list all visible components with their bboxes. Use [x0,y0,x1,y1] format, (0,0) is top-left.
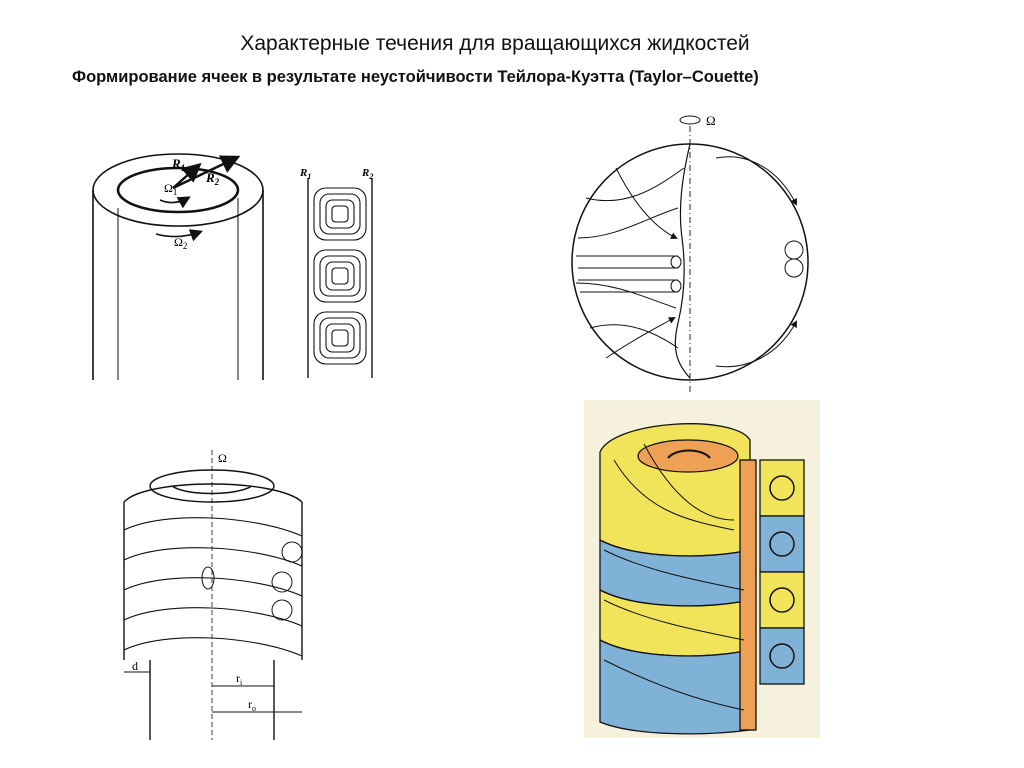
outer-cylinder-top [123,483,303,503]
surface-streamlines [603,443,745,711]
helical-vortex-svg: Ω d ri ro [123,450,303,740]
label-r1: R1 [299,167,311,181]
label-omega1: Ω1 [164,181,177,197]
vortex-streamline [331,205,349,223]
spherical-couette-svg: Ω [571,113,809,394]
page-title: Характерные течения для вращающихся жидк… [240,32,750,55]
right-cells [715,156,804,368]
cell-vortices [769,475,795,669]
label-omega: Ω [218,451,227,465]
vortex-cells-svg: R1 R2 [299,167,373,378]
colored-taylor-cutaway [584,400,820,738]
vortex-streamline [319,255,361,297]
radius-r1-arrow [172,162,202,189]
inner-cylinder-cut [739,459,757,731]
cell-blue-2 [759,627,805,685]
vortex-streamline [319,193,361,235]
vortex-streamline [331,329,349,347]
vortex-streamline [313,311,367,365]
vortex-rolls [201,541,303,621]
page-subtitle: Формирование ячеек в результате неустойч… [72,68,759,86]
helical-vortex-diagram: Ω d ri ro [96,440,326,746]
vortex-streamline [325,261,355,291]
helical-bands [123,517,303,657]
vortex-streamline [325,199,355,229]
label-ri: ri [236,671,243,687]
left-streamlines [575,167,685,359]
vortex-cell [313,249,367,303]
vortex-cell [313,311,367,365]
label-omega: Ω [706,113,716,128]
vortex-streamline [313,187,367,241]
radius-r2-arrow [172,155,241,190]
vortex-cell [313,187,367,241]
inner-rotation-arrow [171,485,253,495]
label-ro: ro [248,697,256,713]
vortex-streamline [325,323,355,353]
vortex-streamline [313,249,367,303]
colored-taylor-svg [584,400,820,738]
equatorial-tubes [576,255,682,293]
label-r2: R2 [361,167,373,181]
cell-yellow-1 [759,459,805,517]
cell-yellow-2 [759,571,805,629]
inner-rotation-arrow [667,449,711,459]
cell-blue-1 [759,515,805,573]
spherical-couette-diagram: Ω [566,108,812,398]
inner-cylinder-top [637,439,739,473]
label-omega2: Ω2 [174,235,187,251]
cylinder-annulus-svg: R1 R2 Ω1 Ω2 [92,153,264,380]
omega1-rotation-arrow [159,196,191,209]
inner-cylinder-rim [116,166,240,214]
vortex-streamline [331,267,349,285]
label-d: d [132,659,138,673]
rotation-symbol [679,115,701,125]
omega2-rotation-arrow [155,229,204,242]
vortex-cells-section: R1 R2 [298,164,382,382]
label-r1: R1 [171,156,185,173]
cylinder-annulus-diagram: R1 R2 Ω1 Ω2 [88,148,278,384]
inner-boundary [674,143,691,379]
vortex-streamline [319,317,361,359]
label-r2: R2 [205,170,220,187]
